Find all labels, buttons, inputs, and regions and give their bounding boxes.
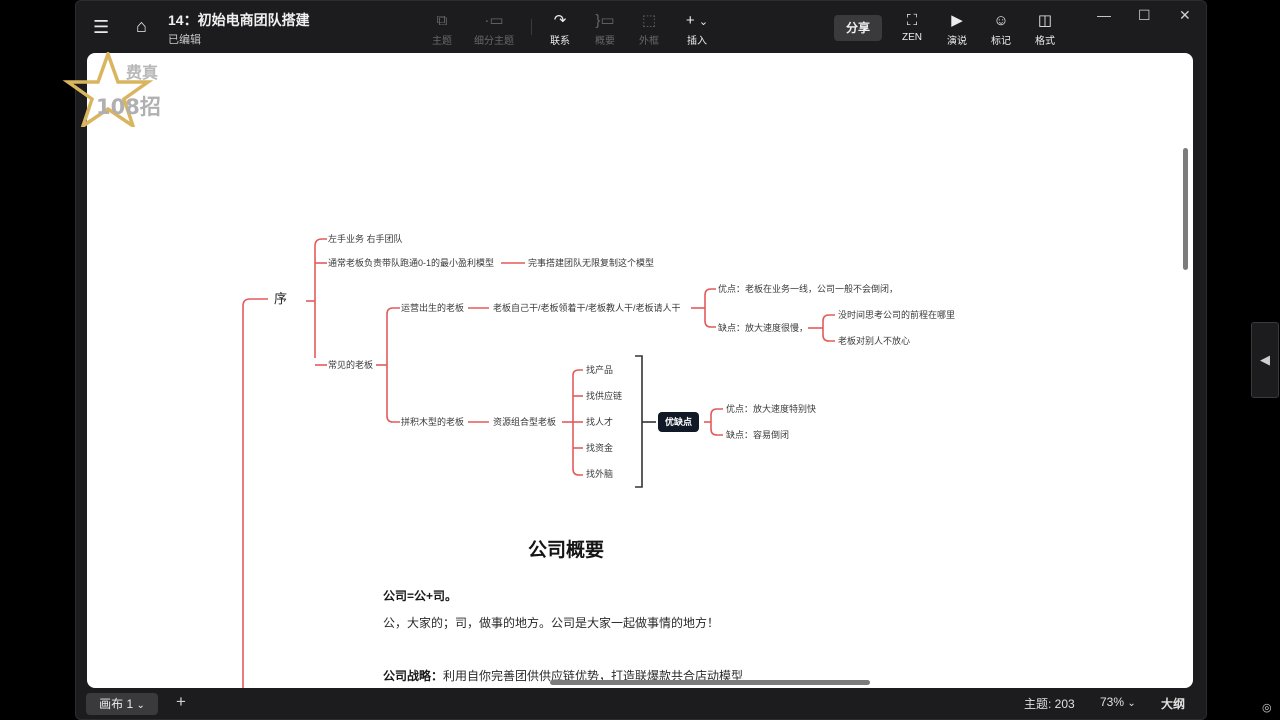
chevron-down-icon: ⌄ — [136, 700, 145, 711]
mindmap-canvas[interactable]: 序 左手业务 右手团队 通常老板负责带队跑通0-1的最小盈利模型 完事搭建团队无… — [87, 53, 1193, 688]
topic-boss-model[interactable]: 通常老板负责带队跑通0-1的最小盈利模型 — [328, 258, 495, 268]
collapse-panel-handle[interactable]: ◀ — [1251, 322, 1279, 398]
menu-icon[interactable]: ☰ — [93, 17, 110, 37]
vertical-scrollbar[interactable] — [1183, 148, 1188, 270]
topic-button[interactable]: ⧉ 主题 — [414, 11, 470, 47]
zen-icon: ⛶ — [906, 12, 918, 29]
doc-definition: 公，大家的；司，做事的地方。公司是大家一起做事情的地方！ — [383, 616, 720, 630]
watermark-logo: 费真 108招 — [62, 52, 161, 127]
topic-replicate-model[interactable]: 完事搭建团队无限复制这个模型 — [528, 258, 655, 268]
topic-operations-boss[interactable]: 运营出生的老板 — [401, 303, 465, 313]
topic-find-product[interactable]: 找产品 — [586, 365, 614, 375]
connector-lines — [242, 238, 835, 688]
app-window: ☰ ⌂ 14：初始电商团队搭建 已编辑 ⧉ 主题 ·▭ 细分主题 ↷ 联系 }▭… — [75, 0, 1207, 720]
marker-button[interactable]: ☺ 标记 — [973, 11, 1029, 47]
smiley-icon: ☺ — [993, 12, 1009, 29]
collapse-arrow-icon: ◀ — [1260, 352, 1270, 367]
boundary-icon: ⬚ — [641, 12, 657, 29]
topic-pro-operations[interactable]: 优点：老板在业务一线，公司一般不会倒闭， — [718, 284, 899, 294]
maximize-icon[interactable]: ☐ — [1138, 7, 1151, 23]
watermark-bottom-text: 108招 — [96, 95, 161, 119]
home-icon[interactable]: ⌂ — [136, 16, 147, 36]
share-button[interactable]: 分享 — [834, 15, 882, 41]
save-status: 已编辑 — [168, 34, 201, 46]
boundary-button[interactable]: ⬚ 外框 — [621, 11, 677, 47]
add-canvas-icon[interactable]: + — [176, 692, 186, 711]
relation-icon: ↷ — [553, 12, 567, 29]
topic-con-builder[interactable]: 缺点：容易倒闭 — [726, 430, 790, 440]
horizontal-scrollbar[interactable] — [550, 680, 870, 685]
toolbar-divider — [531, 19, 532, 35]
document-title[interactable]: 14：初始电商团队搭建 — [168, 12, 310, 28]
title-bar: ☰ ⌂ 14：初始电商团队搭建 已编辑 ⧉ 主题 ·▭ 细分主题 ↷ 联系 }▭… — [76, 1, 1206, 51]
topic-find-supply[interactable]: 找供应链 — [586, 391, 623, 401]
topic-pro-builder[interactable]: 优点：放大速度特别快 — [726, 404, 817, 414]
topic-distrust[interactable]: 老板对别人不放心 — [838, 336, 911, 346]
subtopic-button[interactable]: ·▭ 细分主题 — [466, 11, 522, 47]
topic-left-business[interactable]: 左手业务 右手团队 — [328, 234, 403, 244]
plus-icon: + — [685, 12, 695, 29]
status-bar: 画布 1 ⌄ + 主题: 203 73% ⌄ 大纲 — [76, 689, 1206, 719]
topic-no-time-think[interactable]: 没时间思考公司的前程在哪里 — [838, 310, 956, 320]
doc-strategy: 公司战略：利用自你完善团供供应链优势，打造联爆款共合店动模型 — [383, 669, 744, 683]
minimize-icon[interactable]: — — [1097, 7, 1111, 23]
topic-find-talent[interactable]: 找人才 — [586, 417, 614, 427]
doc-formula: 公司=公+司。 — [383, 589, 458, 603]
topic-find-advisor[interactable]: 找外脑 — [586, 469, 614, 479]
zoom-level[interactable]: 73% ⌄ — [1100, 695, 1136, 709]
topic-builder-boss[interactable]: 拼积木型的老板 — [401, 417, 465, 427]
topic-boss-modes[interactable]: 老板自己干/老板领着干/老板教人干/老板请人干 — [493, 303, 681, 313]
summary-badge[interactable]: 优缺点 — [658, 412, 700, 432]
root-topic[interactable]: 序 — [274, 291, 288, 306]
topic-count: 主题: 203 — [1024, 697, 1075, 711]
play-icon: ▶ — [951, 12, 963, 29]
subtopic-icon: ·▭ — [484, 12, 504, 29]
present-button[interactable]: ▶ 演说 — [929, 11, 985, 47]
zen-button[interactable]: ⛶ ZEN — [884, 11, 940, 43]
relation-button[interactable]: ↷ 联系 — [532, 11, 588, 47]
watermark-top-text: 费真 — [126, 63, 158, 82]
canvas-tab[interactable]: 画布 1 ⌄ — [86, 693, 158, 715]
format-button[interactable]: ◫ 格式 — [1017, 11, 1073, 47]
topic-find-capital[interactable]: 找资金 — [586, 443, 614, 453]
format-panel-icon: ◫ — [1037, 12, 1053, 29]
topic-con-operations[interactable]: 缺点：放大速度很慢， — [718, 323, 809, 333]
topic-common-boss[interactable]: 常见的老板 — [328, 360, 374, 370]
topic-resource-boss[interactable]: 资源组合型老板 — [493, 417, 557, 427]
insert-button[interactable]: + ⌄ 插入 — [685, 12, 709, 47]
chevron-down-icon: ⌄ — [1127, 698, 1136, 709]
summary-icon: }▭ — [595, 12, 615, 29]
outline-button[interactable]: 大纲 — [1161, 697, 1186, 711]
doc-heading: 公司概要 — [528, 540, 605, 561]
target-icon: ◎ — [1262, 702, 1272, 714]
summary-button[interactable]: }▭ 概要 — [577, 11, 633, 47]
topic-icon: ⧉ — [436, 12, 448, 29]
chevron-down-icon: ⌄ — [698, 16, 709, 28]
close-icon[interactable]: ✕ — [1179, 7, 1191, 23]
